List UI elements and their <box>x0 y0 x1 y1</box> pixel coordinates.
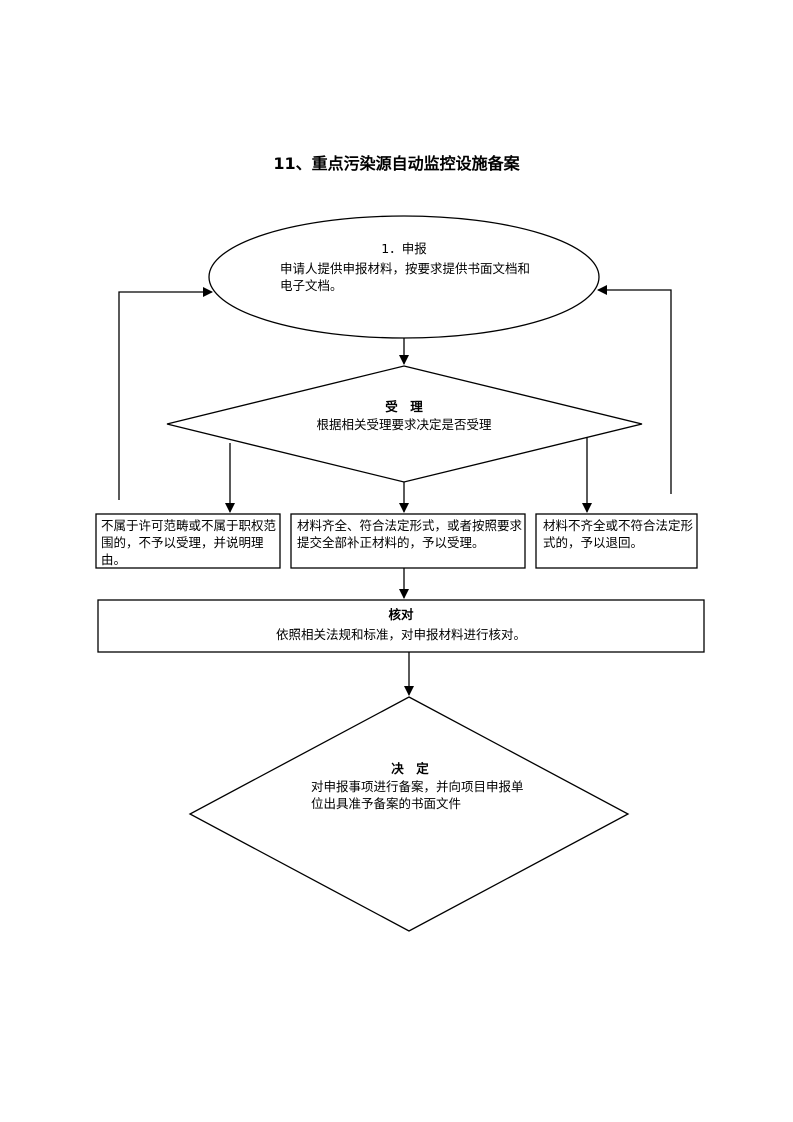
review-heading: 核对 <box>388 607 414 622</box>
not-in-scope-text: 不属于许可范畴或不属于职权范围的，不予以受理，并说明理由。 <box>101 518 277 567</box>
apply-step-label: 1．申报 <box>381 241 427 256</box>
accept-description: 根据相关受理要求决定是否受理 <box>316 417 492 432</box>
complete-box <box>290 513 526 569</box>
decision-heading: 决 定 <box>391 761 429 776</box>
incomplete-text: 材料不齐全或不符合法定形式的，予以退回。 <box>543 518 694 550</box>
page-title: 11、重点污染源自动监控设施备案 <box>273 154 520 173</box>
complete-text: 材料齐全、符合法定形式，或者按照要求提交全部补正材料的，予以受理。 <box>297 518 523 550</box>
decision-description: 对申报事项进行备案，并向项目申报单位出具准予备案的书面文件 <box>311 779 524 811</box>
feedback-right <box>597 285 672 494</box>
review-box <box>97 599 705 653</box>
apply-description: 申请人提供申报材料，按要求提供书面文档和电子文档。 <box>280 261 531 293</box>
feedback-left <box>118 287 213 500</box>
not-in-scope-box <box>95 513 281 569</box>
accept-heading: 受 理 <box>385 399 423 414</box>
decision-diamond <box>188 696 630 932</box>
incomplete-box <box>535 513 698 569</box>
review-description: 依照相关法规和标准，对申报材料进行核对。 <box>275 627 526 642</box>
